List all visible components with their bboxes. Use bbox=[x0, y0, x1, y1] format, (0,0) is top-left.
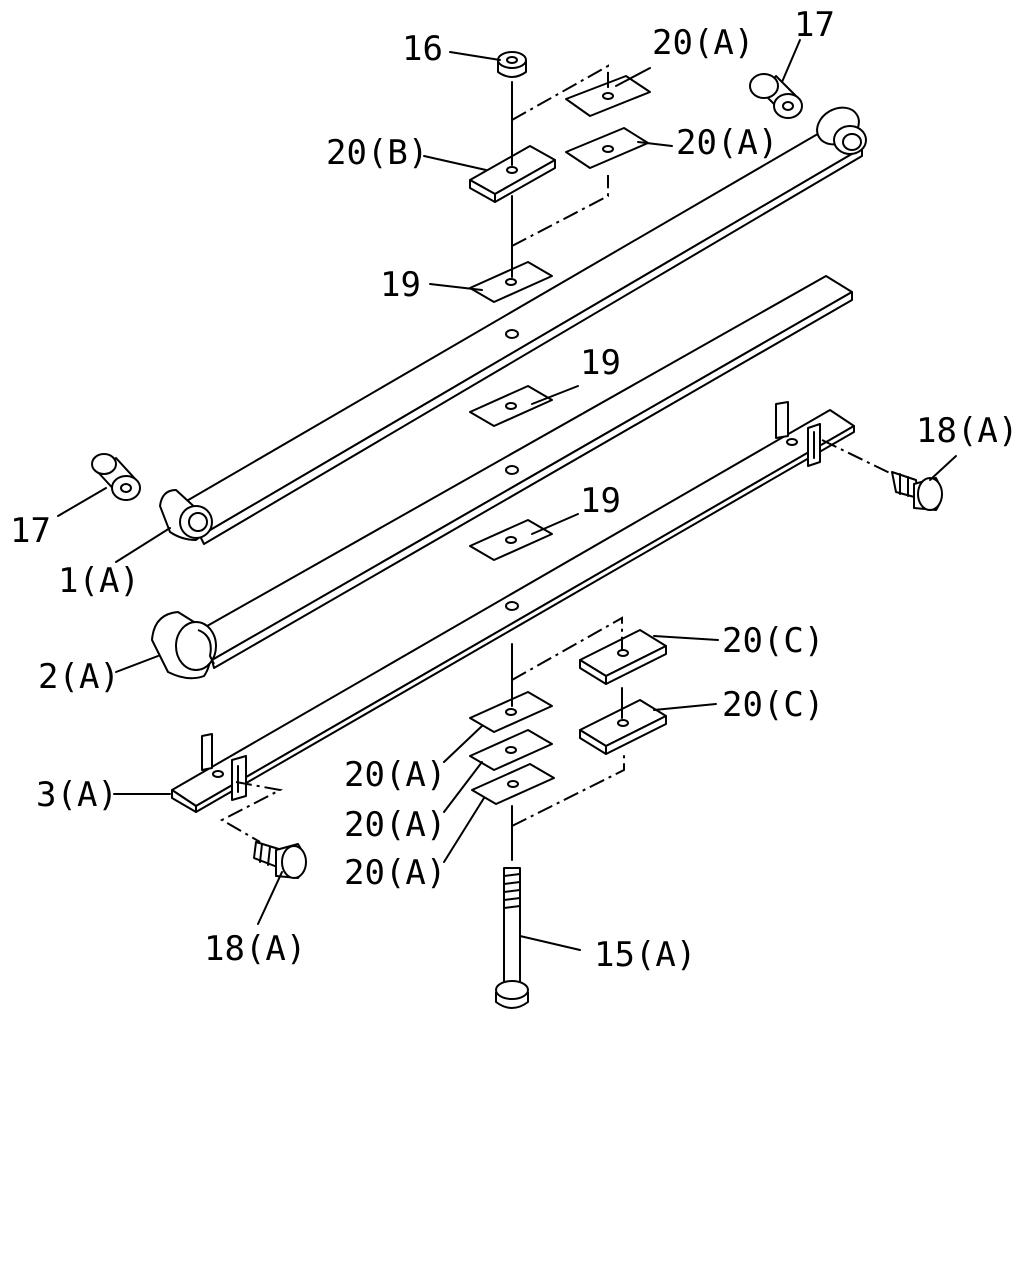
label-3a: 3(A) bbox=[36, 775, 118, 815]
part-15a-center-bolt bbox=[495, 867, 529, 1009]
part-17-bushing-top bbox=[749, 73, 803, 119]
leaf-spring-1a bbox=[159, 106, 867, 545]
part-20c-plate-top bbox=[579, 629, 667, 685]
part-20b-plate bbox=[469, 145, 556, 203]
part-20a-shim-mid bbox=[565, 127, 649, 169]
label-17-top: 17 bbox=[794, 5, 835, 45]
label-19-low: 19 bbox=[580, 481, 621, 521]
label-20c-top: 20(C) bbox=[722, 621, 824, 661]
label-20a-mid: 20(A) bbox=[676, 123, 778, 163]
label-20a-low2: 20(A) bbox=[344, 805, 446, 845]
label-20c-low: 20(C) bbox=[722, 685, 824, 725]
part-17-bushing-left bbox=[91, 453, 141, 501]
label-19-mid: 19 bbox=[580, 343, 621, 383]
label-16: 16 bbox=[402, 29, 443, 69]
part-20a-shim-low3 bbox=[471, 763, 555, 805]
label-15a: 15(A) bbox=[594, 935, 696, 975]
callout-labels: 16 20(A) 17 20(B) 20(A) 19 19 19 18(A) 1… bbox=[10, 5, 1018, 975]
part-19-pad-low bbox=[469, 519, 553, 561]
leaf-spring-2a bbox=[151, 275, 853, 680]
label-19-top: 19 bbox=[380, 265, 421, 305]
part-19-pad-mid bbox=[469, 385, 553, 427]
part-18a-bolt-right bbox=[821, 439, 943, 511]
part-19-pad-top bbox=[469, 261, 553, 303]
label-18a-right: 18(A) bbox=[916, 411, 1018, 451]
part-20a-shim-top bbox=[565, 75, 651, 117]
part-20a-shim-low1 bbox=[469, 691, 553, 733]
part-20c-plate-low bbox=[579, 699, 667, 755]
label-1a: 1(A) bbox=[58, 561, 140, 601]
label-18a-left: 18(A) bbox=[204, 929, 306, 969]
part-20a-shim-low2 bbox=[469, 729, 553, 771]
label-2a: 2(A) bbox=[38, 657, 120, 697]
label-20b: 20(B) bbox=[326, 133, 428, 173]
label-20a-top: 20(A) bbox=[652, 23, 754, 63]
leaf-spring-3a bbox=[171, 401, 855, 813]
label-17-left: 17 bbox=[10, 511, 51, 551]
bottom-assembly-axis bbox=[511, 616, 625, 861]
leader-lines bbox=[57, 39, 957, 951]
top-assembly-axis bbox=[511, 64, 609, 278]
label-20a-low3: 20(A) bbox=[344, 853, 446, 893]
label-20a-low1: 20(A) bbox=[344, 755, 446, 795]
part-16-nut bbox=[497, 51, 527, 78]
part-18a-bolt-left bbox=[219, 781, 307, 879]
